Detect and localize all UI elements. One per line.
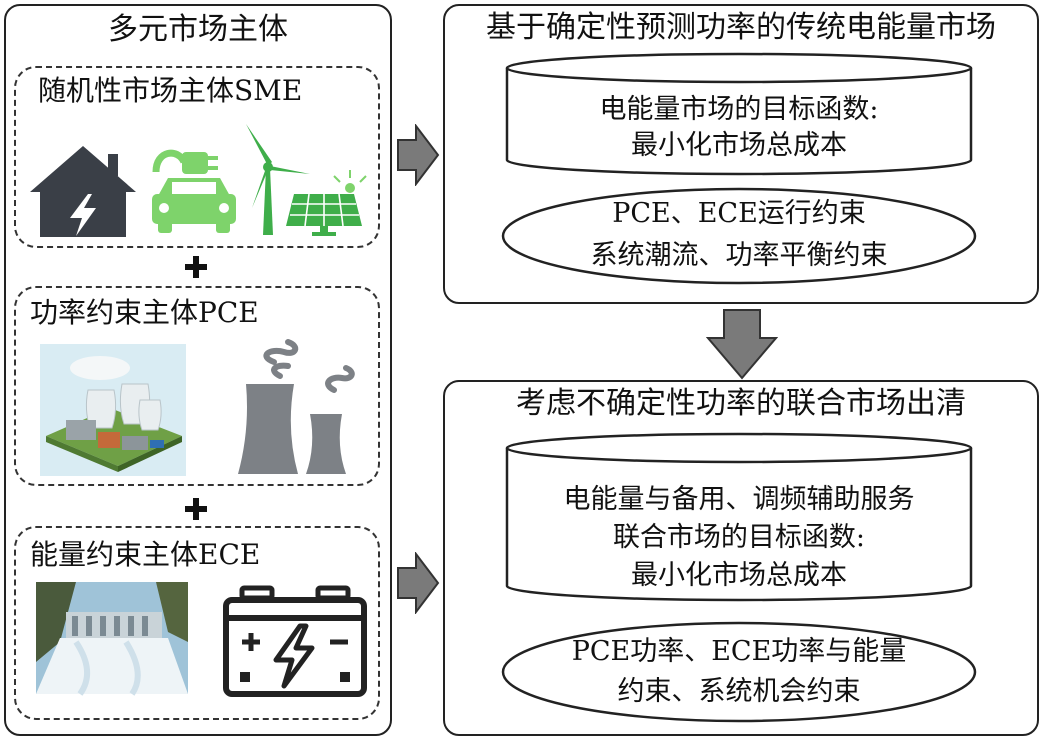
objective-line-2: 最小化市场总成本	[631, 130, 847, 161]
sme-group	[14, 66, 380, 248]
cooling-tower-icon	[238, 339, 355, 474]
market-entities-title: 多元市场主体	[108, 12, 288, 47]
arrow-right-bottom	[397, 552, 440, 614]
ece-group	[14, 526, 380, 720]
arrow-right-top	[397, 124, 440, 186]
hydro-dam-image-icon	[36, 582, 188, 696]
joint-objective-line-2: 联合市场的目标函数:	[612, 522, 866, 553]
joint-market-clearing-title: 考虑不确定性功率的联合市场出清	[516, 386, 966, 421]
joint-objective-line-1: 电能量与备用、调频辅助服务	[563, 484, 915, 515]
objective-cylinder-bottom	[505, 432, 973, 602]
objective-cylinder-top	[505, 52, 973, 176]
traditional-energy-market-panel	[443, 4, 1039, 304]
traditional-energy-market-title: 基于确定性预测功率的传统电能量市场	[486, 10, 996, 45]
constraint-line-2: 系统潮流、功率平衡约束	[590, 240, 888, 271]
pce-group-title: 功率约束主体PCE	[30, 296, 259, 329]
joint-market-clearing-panel	[443, 380, 1039, 736]
wind-turbine-icon	[246, 124, 310, 235]
ev-charging-car-icon	[152, 149, 236, 233]
joint-constraint-line-1: PCE功率、ECE功率与能量	[571, 636, 907, 667]
sme-group-title: 随机性市场主体SME	[38, 74, 303, 107]
constraint-line-1: PCE、ECE运行约束	[612, 198, 866, 229]
joint-constraint-line-2: 约束、系统机会约束	[617, 676, 861, 707]
market-entities-panel	[4, 4, 392, 736]
pce-group	[14, 286, 380, 486]
battery-icon	[223, 585, 367, 697]
house-lightning-icon	[30, 146, 136, 237]
solar-panel-icon	[286, 170, 367, 236]
plus-sign-1	[185, 256, 207, 278]
joint-objective-line-3: 最小化市场总成本	[631, 560, 847, 591]
constraint-ellipse-bottom	[501, 621, 977, 723]
arrow-down	[706, 309, 778, 380]
constraint-ellipse-top	[501, 187, 977, 285]
power-plant-image-icon	[40, 344, 186, 476]
ece-group-title: 能量约束主体ECE	[30, 538, 261, 571]
plus-sign-2	[185, 498, 207, 520]
objective-line-1: 电能量市场的目标函数:	[599, 94, 879, 125]
